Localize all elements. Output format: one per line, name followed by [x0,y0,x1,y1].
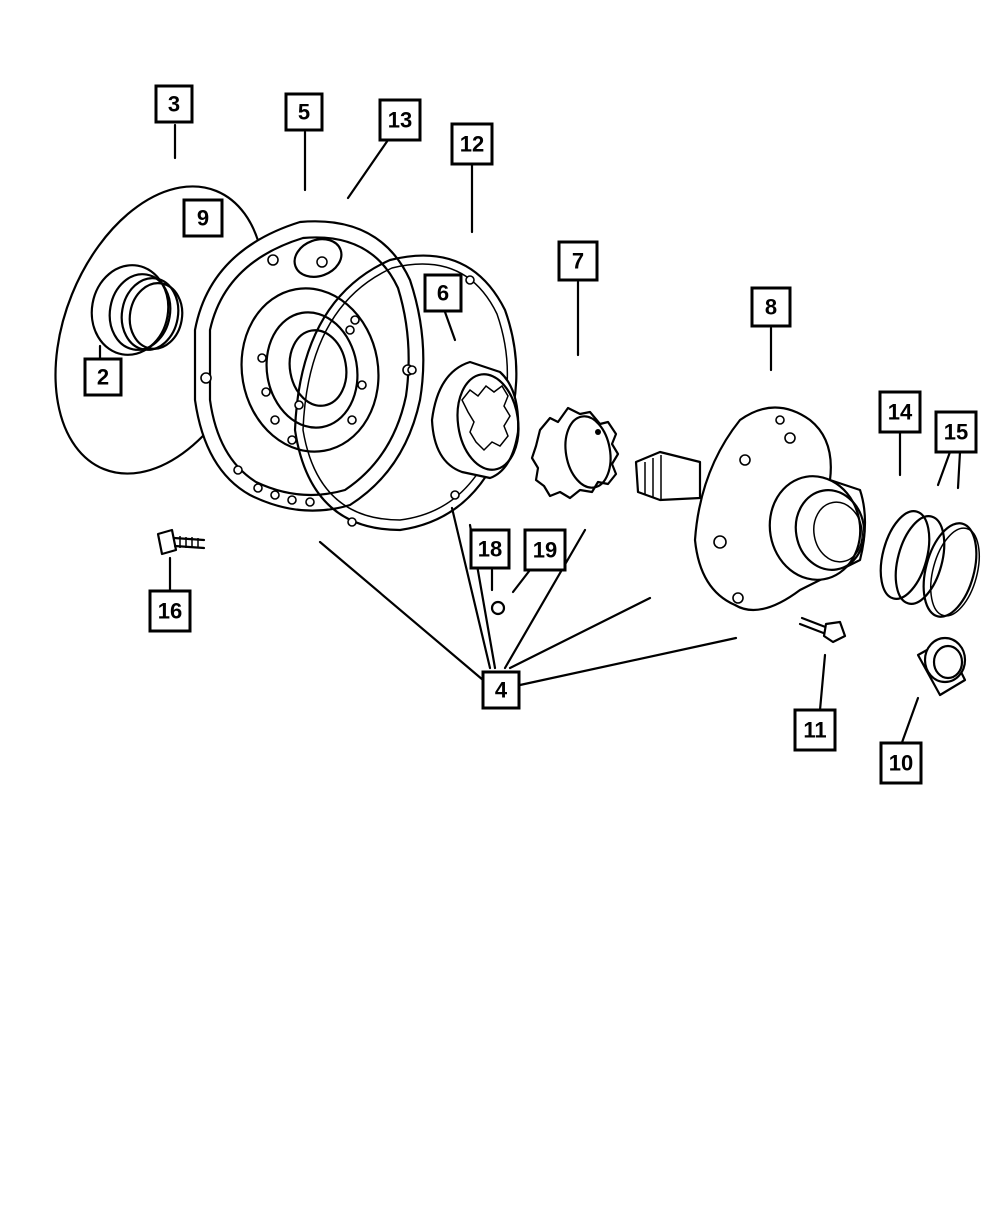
svg-text:14: 14 [888,400,913,425]
callout-8: 8 [750,286,792,328]
callout-16: 16 [148,589,192,633]
svg-text:6: 6 [437,281,449,306]
svg-text:16: 16 [158,599,182,624]
part-gasket [293,254,518,532]
callout-3: 3 [154,84,194,124]
svg-text:9: 9 [197,206,209,231]
svg-text:15: 15 [944,420,968,445]
callout-4: 4 [481,670,521,710]
svg-text:4: 4 [495,678,508,703]
svg-text:11: 11 [803,718,826,743]
callout-7: 7 [557,240,599,282]
callout-2: 2 [83,357,123,397]
callout-18: 18 [469,528,511,570]
callout-19: 19 [523,528,567,572]
callout-15: 15 [934,410,978,454]
svg-text:13: 13 [388,108,412,133]
part-inner-gear [530,406,620,500]
part-reaction-shaft-support [634,406,867,612]
svg-text:2: 2 [97,365,109,390]
part-check-ball [490,600,506,616]
callout-5: 5 [284,92,324,132]
callout-10: 10 [879,741,923,785]
callout-6: 6 [423,273,463,313]
callout-14: 14 [878,390,922,434]
callout-9: 9 [182,198,224,238]
svg-text:12: 12 [460,132,484,157]
part-pump-body [193,220,425,512]
part-front-seal [90,264,184,356]
callout-12: 12 [450,122,494,166]
svg-text:8: 8 [765,295,777,320]
svg-text:18: 18 [478,537,502,562]
svg-text:3: 3 [168,92,180,117]
leader-lines [98,123,962,750]
part-bushing [916,636,967,697]
part-bolt-11 [798,616,847,644]
part-bolt-16 [156,528,206,556]
svg-text:19: 19 [533,538,557,563]
svg-text:5: 5 [298,100,310,125]
svg-text:10: 10 [889,751,913,776]
part-seal-rings [879,510,980,618]
callout-13: 13 [378,98,422,142]
part-outer-gear [430,360,520,480]
callout-11: 11 [793,708,837,752]
svg-text:7: 7 [572,249,584,274]
